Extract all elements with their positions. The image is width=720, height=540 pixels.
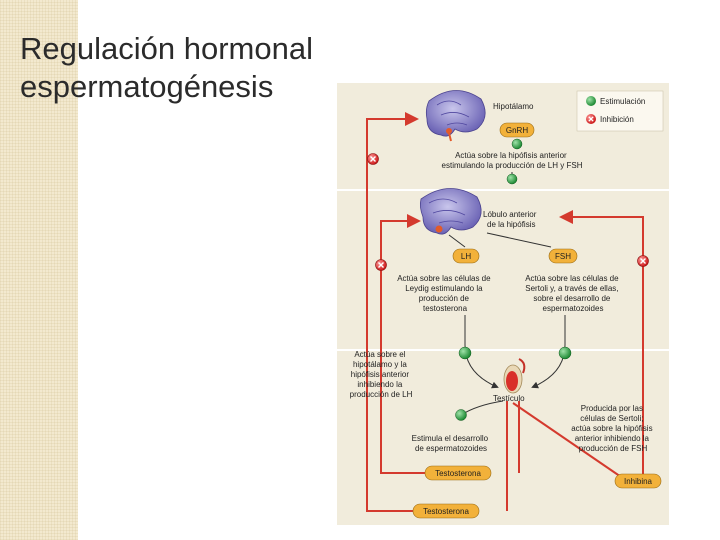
- testis-label: Testículo: [493, 394, 525, 403]
- hypothalamus-label: Hipotálamo: [493, 102, 534, 111]
- testosterone-feedback-loop-inner: [380, 214, 425, 474]
- legend: Estimulación Inhibición: [576, 90, 664, 132]
- gnrh-action-text: Actúa sobre la hipófisis anterior estimu…: [442, 151, 583, 170]
- testosterone-feedback-loop-outer: [366, 112, 419, 512]
- testis-icon: [503, 358, 526, 394]
- slide-title: Regulación hormonal espermatogénesis: [20, 30, 313, 106]
- testosterone-pill-inner: Testosterona: [435, 469, 481, 478]
- testosterone-feedback-text: Actúa sobre el hipotálamo y la hipófisis…: [350, 350, 413, 399]
- spermatogenesis-regulation-diagram: Estimulación Inhibición Hipotálamo GnRH …: [337, 83, 669, 525]
- lh-action-text: Actúa sobre las células de Leydig estimu…: [397, 274, 493, 313]
- inhibition-marker-inhibin-loop: [637, 255, 649, 267]
- fsh-pill: FSH: [555, 252, 571, 261]
- lh-pill: LH: [461, 252, 471, 261]
- inhibition-marker-outer-loop: [367, 153, 379, 165]
- panel-testis: [337, 351, 669, 525]
- testosterone-pill-outer: Testosterona: [423, 507, 469, 516]
- stimulation-marker-sperm: [455, 409, 467, 421]
- stimulation-marker-gnrh: [511, 138, 523, 150]
- pituitary-brain-icon: [419, 188, 482, 235]
- sperm-development-text: Estimula el desarrollo de espermatozoide…: [412, 434, 491, 453]
- decorative-side-strip: [0, 0, 78, 540]
- title-line-2: espermatogénesis: [20, 69, 274, 104]
- inhibition-marker-inner-loop: [375, 259, 387, 271]
- gnrh-pill: GnRH: [506, 126, 528, 135]
- title-line-1: Regulación hormonal: [20, 31, 313, 66]
- pituitary-label: Lóbulo anterior de la hipófisis: [483, 210, 539, 229]
- stimulation-marker-fsh: [558, 346, 572, 360]
- inhibin-action-text: Producida por las células de Sertoli; ac…: [571, 404, 655, 453]
- stimulation-marker-lh: [458, 346, 472, 360]
- hypothalamus-brain-icon: [425, 90, 486, 142]
- fsh-action-text: Actúa sobre las células de Sertoli y, a …: [525, 274, 621, 313]
- legend-stimulation: Estimulación: [600, 97, 645, 106]
- inhibin-pill: Inhibina: [624, 477, 653, 486]
- legend-inhibition: Inhibición: [600, 115, 634, 124]
- stimulation-marker-pituitary: [506, 173, 518, 185]
